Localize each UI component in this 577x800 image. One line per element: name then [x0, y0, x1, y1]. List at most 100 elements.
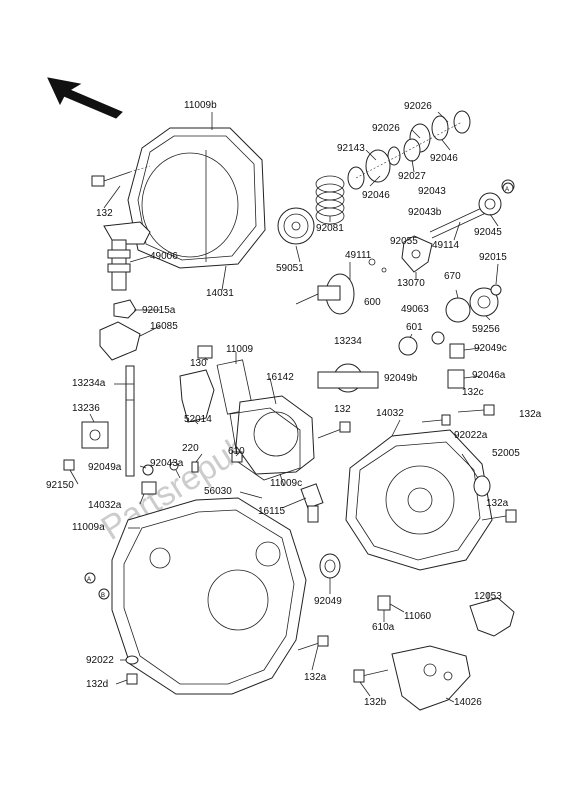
- label-92081: 92081: [316, 223, 344, 234]
- pump-59256: [445, 284, 502, 323]
- marker-a2-text: A: [87, 577, 91, 583]
- label-52014: 52014: [184, 414, 212, 425]
- label-13236: 13236: [72, 403, 100, 414]
- label-92026-b: 92026: [372, 123, 400, 134]
- label-132-pump: 132: [334, 404, 351, 415]
- bolt-132a-lower: [297, 635, 329, 651]
- label-92049c: 92049c: [474, 343, 507, 354]
- bolt-132a-right: [481, 509, 517, 523]
- washer-92022: [125, 655, 139, 685]
- marker-a-text: A: [505, 187, 509, 193]
- label-14031: 14031: [206, 288, 234, 299]
- label-92049: 92049: [314, 596, 342, 607]
- label-92022a: 92022a: [454, 430, 488, 441]
- label-16142: 16142: [266, 372, 294, 383]
- bolts-132c: [421, 404, 495, 426]
- kick-lever-49006: [99, 221, 151, 361]
- label-14026: 14026: [454, 697, 482, 708]
- label-16115: 16115: [258, 506, 286, 517]
- seal-92049: [319, 553, 341, 579]
- guard-14026: [353, 645, 471, 711]
- bracket-12053: [469, 597, 515, 637]
- label-132d: 132d: [86, 679, 109, 690]
- label-132: 132: [96, 208, 113, 219]
- label-59256: 59256: [472, 324, 500, 335]
- shaft-49111: [295, 258, 387, 315]
- balancer-13234: [317, 331, 465, 393]
- leader-lines: [69, 111, 499, 703]
- label-12053: 12053: [474, 591, 502, 602]
- label-132c: 132c: [462, 387, 484, 398]
- label-56030: 56030: [204, 486, 232, 497]
- label-11060: 11060: [404, 611, 432, 622]
- label-16085: 16085: [150, 321, 178, 332]
- label-11009a: 11009a: [72, 522, 105, 533]
- label-14032: 14032: [376, 408, 404, 419]
- ref-marker-a: [84, 182, 514, 584]
- gear-59051: [277, 207, 315, 245]
- label-132a-top: 132a: [519, 409, 542, 420]
- label-11009c: 11009c: [270, 478, 303, 489]
- label-49006: 49006: [150, 251, 178, 262]
- label-49063: 49063: [401, 304, 429, 315]
- label-92045: 92045: [474, 227, 502, 238]
- label-92026-a: 92026: [404, 101, 432, 112]
- kick-shaft-13234a: [125, 365, 135, 477]
- seal-52005: [473, 475, 491, 497]
- label-132a-right: 132a: [486, 498, 509, 509]
- label-92015: 92015: [479, 252, 507, 263]
- label-92046-b: 92046: [362, 190, 390, 201]
- small-parts-left: [63, 451, 243, 495]
- label-11009b: 11009b: [184, 100, 217, 111]
- clutch-cover-14031: [127, 127, 266, 269]
- crankcase-cover-14032: [345, 429, 493, 571]
- label-92143: 92143: [337, 143, 365, 154]
- plug-16115: [300, 483, 324, 523]
- label-13070: 13070: [397, 278, 425, 289]
- label-670: 670: [444, 271, 461, 282]
- label-92043a: 92043a: [150, 458, 184, 469]
- label-92046-a: 92046: [430, 153, 458, 164]
- label-220: 220: [182, 443, 199, 454]
- water-pipe-52014: [179, 345, 215, 423]
- label-132b: 132b: [364, 697, 387, 708]
- label-49111: 49111: [345, 250, 372, 261]
- direction-arrow: [47, 77, 123, 119]
- dowel-610a: [377, 595, 391, 611]
- label-92046a: 92046a: [472, 370, 506, 381]
- label-92015a: 92015a: [142, 305, 176, 316]
- label-92049b: 92049b: [384, 373, 418, 384]
- part-13236: [81, 421, 109, 449]
- label-600: 600: [364, 297, 381, 308]
- label-130: 130: [190, 358, 207, 369]
- label-92055: 92055: [390, 236, 418, 247]
- marker-b-text: B: [101, 593, 105, 599]
- bolt-132: [91, 165, 151, 187]
- label-132a-lower: 132a: [304, 672, 327, 683]
- ref-marker-b: [98, 588, 110, 600]
- spring-92081: [315, 175, 345, 225]
- label-92043: 92043: [418, 186, 446, 197]
- crankcase-cover-left: [111, 497, 307, 695]
- label-610: 610: [228, 446, 245, 457]
- label-601: 601: [406, 322, 423, 333]
- label-610a: 610a: [372, 622, 395, 633]
- label-92027: 92027: [398, 171, 426, 182]
- label-52005: 52005: [492, 448, 520, 459]
- label-92043b: 92043b: [408, 207, 442, 218]
- impeller-13070: [401, 235, 433, 273]
- label-92049a: 92049a: [88, 462, 122, 473]
- bolt-132-pump: [317, 421, 351, 439]
- label-11009: 11009: [226, 344, 254, 355]
- label-13234: 13234: [334, 336, 362, 347]
- label-13234a: 13234a: [72, 378, 106, 389]
- label-92150: 92150: [46, 480, 74, 491]
- label-49114: 49114: [432, 240, 460, 251]
- label-59051: 59051: [276, 263, 304, 274]
- label-92022: 92022: [86, 655, 114, 666]
- label-14032a: 14032a: [88, 500, 122, 511]
- washer-stack: [347, 110, 471, 190]
- pump-cover-16142: [229, 395, 315, 481]
